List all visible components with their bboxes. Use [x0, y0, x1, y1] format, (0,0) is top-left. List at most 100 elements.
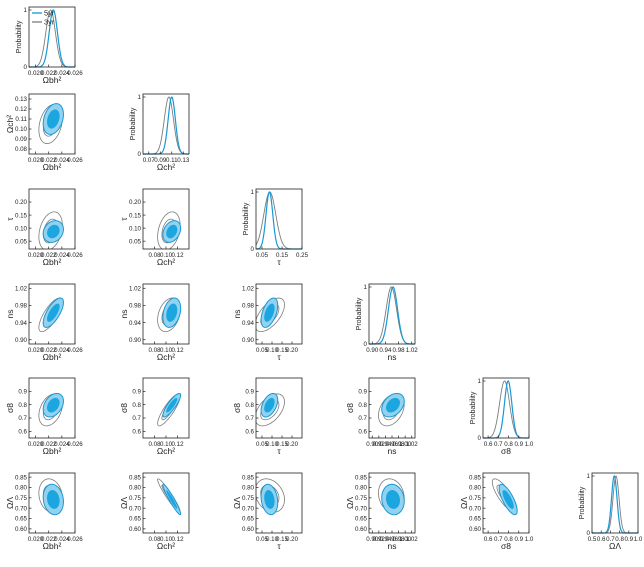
yaxis-label-tau: τ [5, 217, 15, 221]
yaxis-label-s8: σ8 [5, 403, 15, 413]
curve-3yr-och2 [143, 96, 190, 155]
marginal-obh2-xtick-label: 0.022 [41, 70, 57, 77]
contours [256, 392, 285, 427]
contours [38, 297, 64, 333]
yaxis-label-ol: ΩΛ [5, 497, 15, 509]
contour-tau-xtick-label: 0.05 [256, 536, 269, 543]
contour-panel-ns-ol: 0.900.920.940.960.981.001.020.600.650.70… [345, 472, 418, 551]
contour-tau-xtick-label: 0.15 [276, 347, 289, 354]
contours [491, 478, 518, 516]
contour-frame [255, 377, 303, 439]
contour-s8-ytick-label: 0.8 [358, 402, 367, 409]
marginal-obh2-xtick-label: 0.020 [28, 70, 44, 77]
yaxis-label-och2: Ωch² [5, 115, 15, 133]
marginal-frame-s8 [482, 377, 530, 439]
contour-ns-xtick-label: 1.02 [406, 441, 419, 448]
xaxis-label-ol: ΩΛ [609, 541, 621, 551]
contour-ol-ytick-label: 0.75 [129, 495, 142, 502]
contour-ns-xtick-label: 1.00 [399, 536, 412, 543]
curve-5yr-ns [369, 286, 415, 345]
contour-ol-ytick-label: 0.65 [355, 516, 368, 523]
contour-ol-ytick-label: 0.70 [129, 505, 142, 512]
contour-frame [255, 283, 303, 345]
contour-tau-xtick-label: 0.10 [266, 536, 279, 543]
xaxis-label-och2: Ωch² [157, 446, 175, 456]
contour-och2-xtick-label: 0.08 [148, 441, 161, 448]
contour-ns-xtick-label: 0.96 [386, 536, 399, 543]
contour-och2-xtick-label: 0.12 [171, 536, 184, 543]
contour-obh2-xtick-label: 0.026 [67, 157, 83, 164]
xaxis-label-obh2: Ωbh² [43, 446, 62, 456]
contour-obh2-xtick-label: 0.024 [54, 157, 70, 164]
contour-5yr-68 [47, 303, 60, 322]
contour-ns-xtick-label: 0.94 [379, 536, 392, 543]
contour-obh2-xtick-label: 0.020 [28, 441, 44, 448]
contour-frame [482, 472, 530, 534]
contour-5yr-68 [47, 224, 60, 239]
xaxis-label-tau: τ [277, 541, 281, 551]
prob-ytick-label: 0 [24, 64, 28, 71]
contour-obh2-xtick-label: 0.026 [67, 536, 83, 543]
yaxis-label-ol: ΩΛ [345, 497, 355, 509]
marginal-s8-xtick-label: 0.9 [514, 441, 523, 448]
contour-panel-obh2-ol: 0.0200.0220.0240.0260.600.650.700.750.80… [5, 472, 83, 551]
contour-och2-ytick-label: 0.13 [15, 96, 28, 103]
contour-obh2-xtick-label: 0.020 [28, 157, 44, 164]
marginal-ol-xtick-label: 0.6 [597, 536, 606, 543]
contour-5yr-68 [502, 490, 514, 509]
xaxis-label-ns: ns [388, 352, 397, 362]
contour-ol-ytick-label: 0.85 [355, 474, 368, 481]
contour-tau-ytick-label: 0.10 [129, 225, 142, 232]
contour-ol-ytick-label: 0.85 [129, 474, 142, 481]
marginal-ns-xtick-label: 0.90 [366, 347, 379, 354]
marginal-s8-xtick-label: 0.6 [484, 441, 493, 448]
contours [256, 478, 285, 516]
xaxis-label-s8: σ8 [501, 446, 511, 456]
contours [378, 392, 405, 427]
marginal-tau-xtick-label: 0.25 [296, 252, 309, 259]
xaxis-label-tau: τ [277, 352, 281, 362]
contour-och2-xtick-label: 0.10 [160, 441, 173, 448]
contour-5yr-68 [264, 490, 275, 509]
xaxis-label-och2: Ωch² [157, 162, 175, 172]
contour-och2-ytick-label: 0.11 [15, 116, 27, 123]
contour-3yr-95 [38, 211, 63, 249]
contour-5yr-68 [385, 490, 400, 509]
contour-s8-ytick-label: 0.9 [358, 389, 367, 396]
yaxis-label-tau: τ [119, 217, 129, 221]
contour-s8-ytick-label: 0.7 [245, 415, 254, 422]
xaxis-label-obh2: Ωbh² [43, 352, 62, 362]
contour-ns-ytick-label: 0.90 [15, 337, 28, 344]
prob-axis-label: Probability [243, 202, 250, 235]
contour-s8-ytick-label: 0.6 [18, 429, 27, 436]
contour-och2-xtick-label: 0.08 [148, 347, 161, 354]
contour-ol-ytick-label: 0.70 [15, 505, 28, 512]
contour-ns-xtick-label: 0.98 [393, 441, 406, 448]
contour-ns-xtick-label: 0.90 [366, 441, 379, 448]
contour-ol-ytick-label: 0.80 [15, 485, 28, 492]
prob-ytick-label: 1 [251, 189, 255, 196]
contour-ns-xtick-label: 0.96 [386, 441, 399, 448]
contour-tau-xtick-label: 0.05 [256, 441, 269, 448]
contour-ns-ytick-label: 0.98 [242, 303, 255, 310]
contour-s8-ytick-label: 0.6 [245, 429, 254, 436]
marginal-ol-xtick-label: 0.8 [615, 536, 624, 543]
marginal-ol-xtick-label: 0.7 [606, 536, 615, 543]
xaxis-label-och2: Ωch² [157, 257, 175, 267]
contours [157, 478, 182, 516]
contour-5yr-68 [166, 490, 178, 509]
contour-och2-ytick-label: 0.12 [15, 106, 28, 113]
contour-obh2-xtick-label: 0.020 [28, 347, 44, 354]
contour-ol-ytick-label: 0.60 [469, 526, 482, 533]
contours [157, 297, 182, 333]
xaxis-label-obh2: Ωbh² [43, 162, 62, 172]
yaxis-label-ns: ns [232, 310, 242, 319]
contour-ns-xtick-label: 0.92 [373, 441, 386, 448]
contour-s8-ytick-label: 0.8 [18, 402, 27, 409]
contour-5yr-68 [47, 109, 60, 129]
contour-ns-ytick-label: 1.02 [242, 285, 255, 292]
